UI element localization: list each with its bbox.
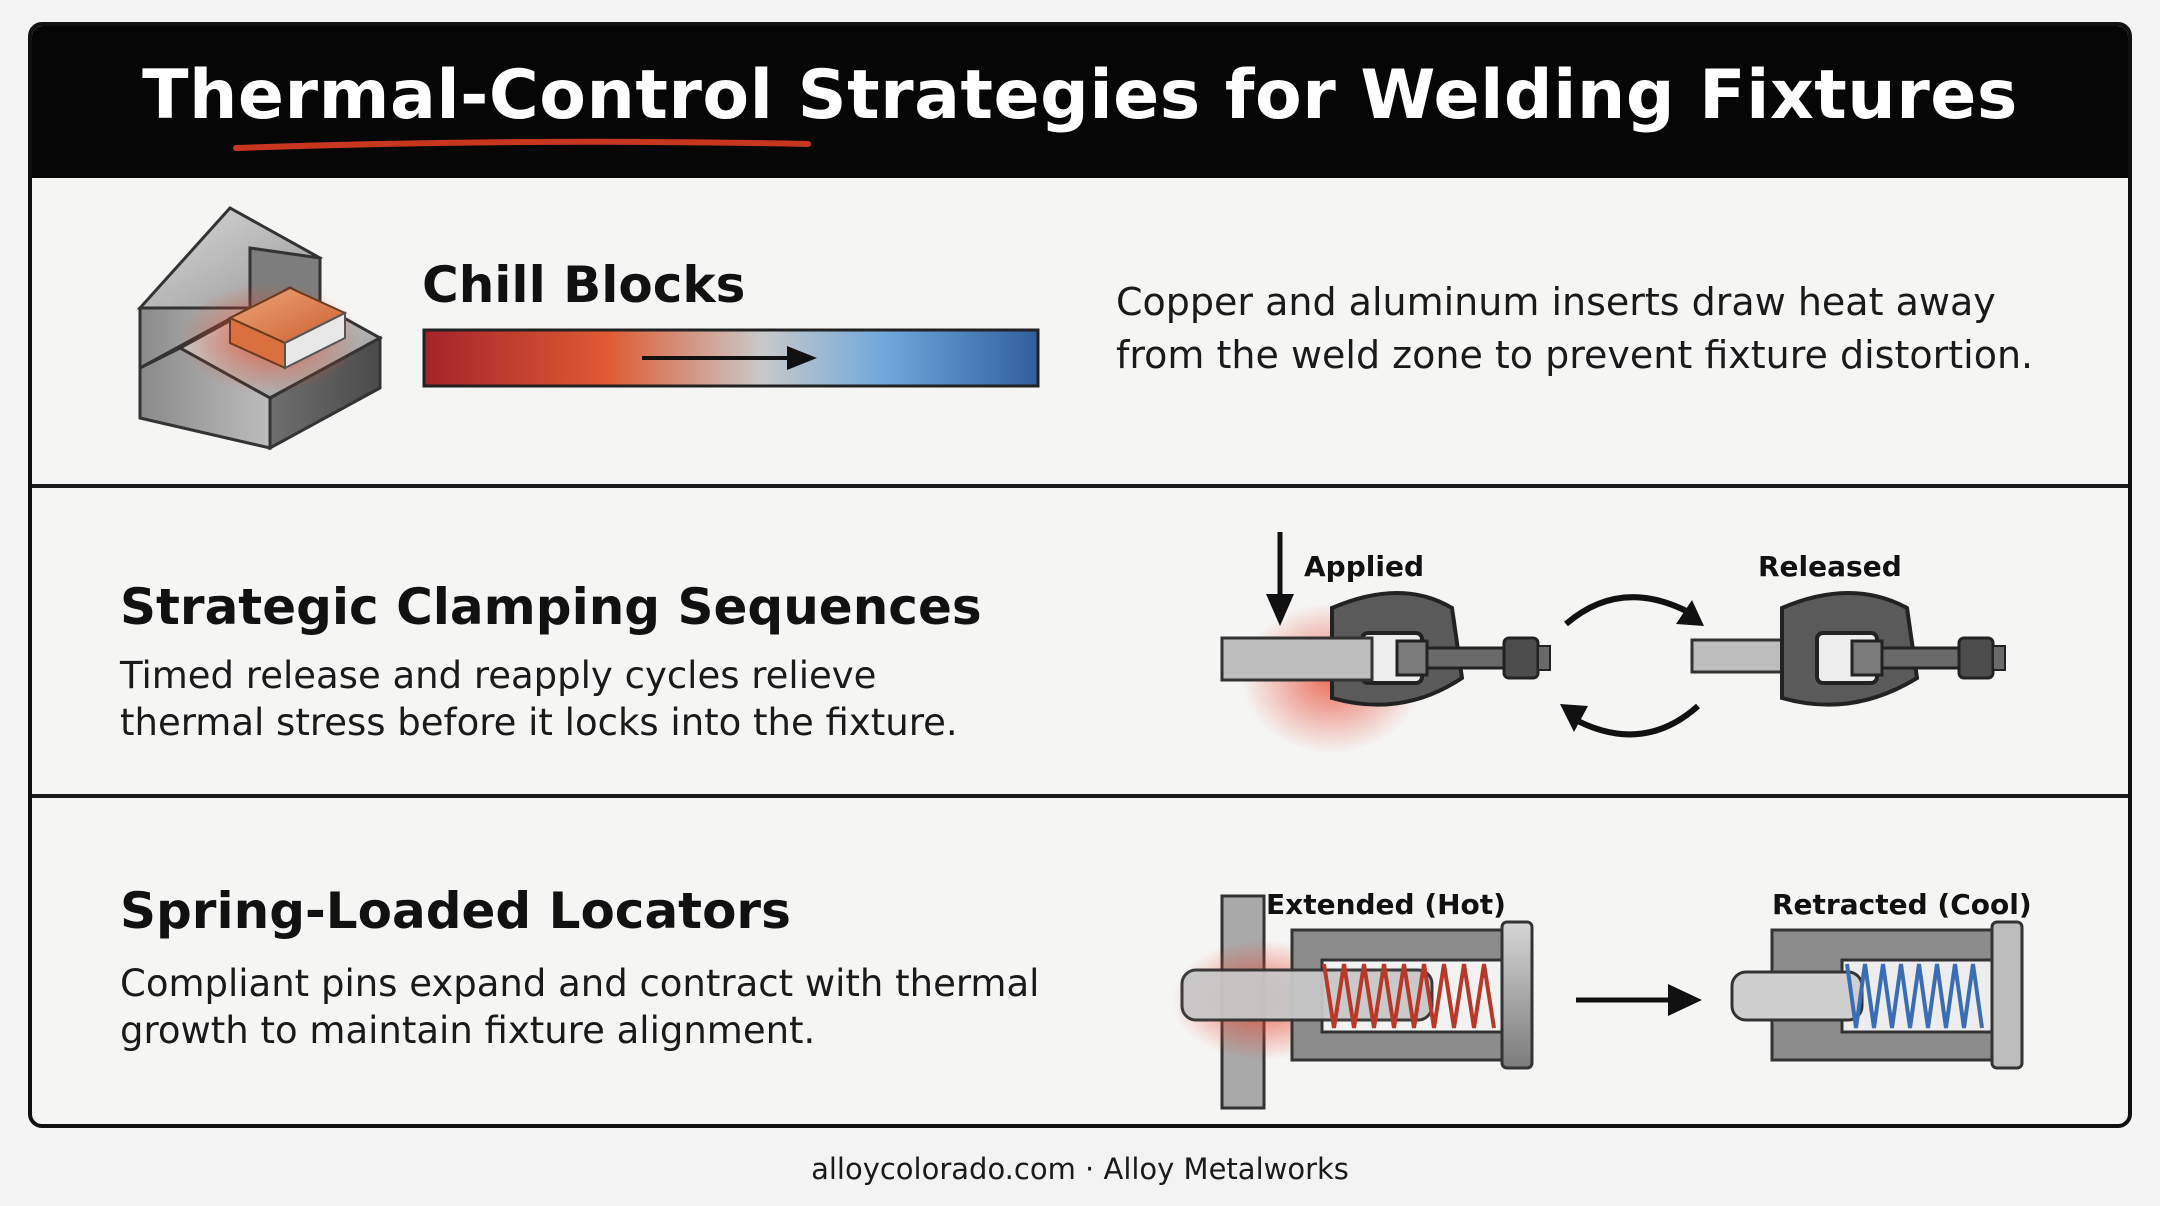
chill-block-icon <box>136 206 384 451</box>
section-divider <box>32 794 2128 798</box>
transition-arrow-icon <box>1576 984 1702 1016</box>
section-description: Copper and aluminum inserts draw heat aw… <box>1116 280 2034 377</box>
heat-gradient-bar <box>422 328 1040 388</box>
spring-locator-hot-icon <box>1172 894 1534 1110</box>
section-spring-locators: Spring-Loaded Locators Compliant pins ex… <box>32 798 2128 1124</box>
section-divider <box>32 484 2128 488</box>
clamp-applied-icon <box>1220 532 1551 753</box>
section-heading: Chill Blocks <box>422 256 746 314</box>
title-underline <box>233 138 811 151</box>
section-heading: Spring-Loaded Locators <box>120 882 791 940</box>
section-description: Timed release and reapply cycles relieve… <box>120 654 958 744</box>
page-title: Thermal-Control Strategies for Welding F… <box>142 56 2018 135</box>
section-clamping-sequences: Strategic Clamping Sequences Timed relea… <box>32 488 2128 794</box>
header-bar: Thermal-Control Strategies for Welding F… <box>32 26 2128 178</box>
section-heading: Strategic Clamping Sequences <box>120 578 982 636</box>
clamp-released-icon <box>1690 591 2006 707</box>
clamp-released-label: Released <box>1758 550 1902 583</box>
section-description: Compliant pins expand and contract with … <box>120 962 1040 1052</box>
section-chill-blocks: Chill Blocks Copper and aluminum inserts… <box>32 178 2128 484</box>
infographic-card: Thermal-Control Strategies for Welding F… <box>28 22 2132 1128</box>
spring-locator-cool-icon <box>1730 920 2024 1070</box>
clamp-applied-label: Applied <box>1304 550 1424 583</box>
locator-cool-label: Retracted (Cool) <box>1772 888 2032 921</box>
footer-credit: alloycolorado.com · Alloy Metalworks <box>811 1152 1349 1186</box>
locator-hot-label: Extended (Hot) <box>1266 888 1506 921</box>
cycle-arrows-icon <box>1560 594 1704 738</box>
